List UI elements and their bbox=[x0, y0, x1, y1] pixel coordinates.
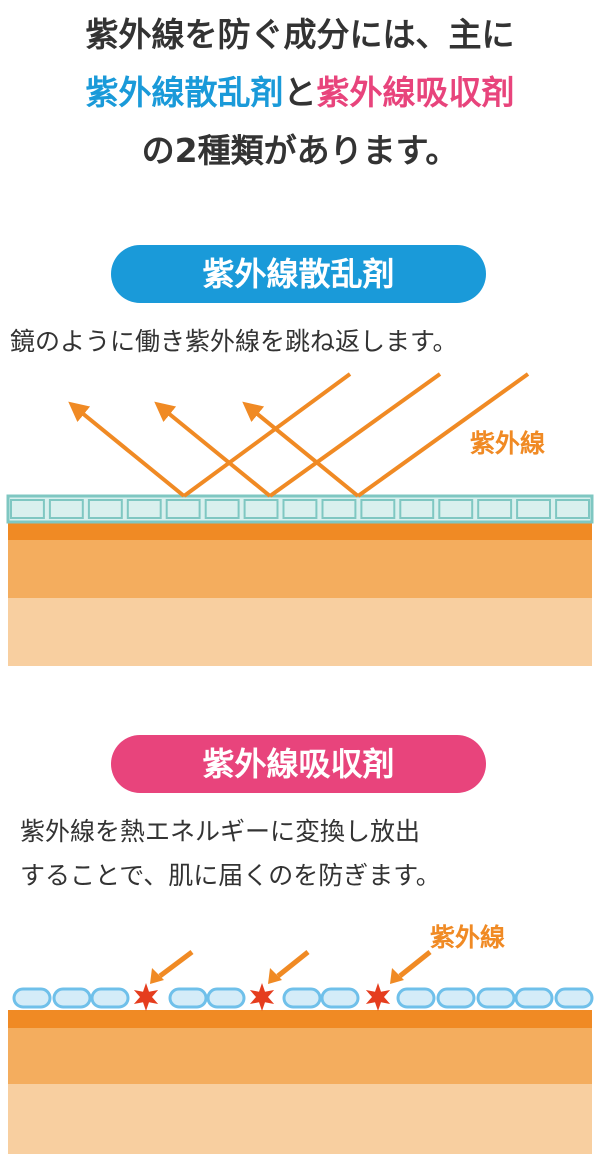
absorb-capsule bbox=[320, 987, 360, 1009]
scatter-plate-cell bbox=[165, 499, 201, 519]
absorb-capsule bbox=[514, 987, 554, 1009]
scatter-plate-cell bbox=[399, 499, 435, 519]
absorb-capsule bbox=[52, 987, 92, 1009]
scatter-description: 鏡のように働き紫外線を跳ね返します。 bbox=[10, 327, 458, 356]
absorb-capsule bbox=[206, 987, 246, 1009]
absorb-description-line-2: することで、肌に届くのを防ぎます。 bbox=[20, 861, 441, 890]
scatter-plate-cell bbox=[10, 499, 45, 519]
absorb-ray-1-head bbox=[150, 968, 164, 984]
scatter-plate-cell bbox=[477, 499, 513, 519]
headline-scatter-term: 紫外線散乱剤 bbox=[85, 73, 284, 112]
scatter-plate-cell bbox=[360, 499, 396, 519]
absorb-diagram bbox=[8, 950, 594, 1154]
scatter-plate-cell bbox=[204, 499, 240, 519]
absorb-skin-top bbox=[8, 1010, 592, 1028]
absorb-pill: 紫外線吸収剤 bbox=[111, 735, 486, 793]
absorb-capsule bbox=[282, 987, 322, 1009]
scatter-ray-in-2 bbox=[268, 372, 442, 498]
scatter-plate-cell bbox=[282, 499, 318, 519]
absorb-skin-mid bbox=[8, 1028, 592, 1084]
heat-star bbox=[249, 983, 275, 1011]
scatter-uv-label: 紫外線 bbox=[470, 429, 546, 458]
scatter-skin-top bbox=[8, 522, 592, 540]
scatter-ray-out-2 bbox=[154, 401, 272, 498]
headline-absorb-term: 紫外線吸収剤 bbox=[316, 73, 515, 112]
absorb-capsule bbox=[476, 987, 516, 1009]
scatter-plate-cell bbox=[516, 499, 551, 519]
headline-connector: と bbox=[283, 73, 317, 112]
absorb-ray-3-head bbox=[390, 968, 404, 984]
scatter-skin-deep bbox=[8, 598, 592, 666]
absorb-ray-2-head bbox=[268, 968, 282, 984]
scatter-ray-in-3 bbox=[356, 372, 530, 498]
absorb-capsule bbox=[12, 987, 52, 1009]
absorb-uv-label: 紫外線 bbox=[430, 923, 506, 952]
headline: 紫外線を防ぐ成分には、主に 紫外線散乱剤と紫外線吸収剤 の2種類があります。 bbox=[0, 6, 600, 180]
heat-star bbox=[365, 983, 391, 1011]
absorb-capsule-layer bbox=[12, 987, 594, 1009]
absorb-capsule bbox=[168, 987, 208, 1009]
headline-line-1: 紫外線を防ぐ成分には、主に bbox=[85, 15, 515, 54]
absorb-heat-stars bbox=[133, 983, 391, 1011]
scatter-plate-cell bbox=[126, 499, 162, 519]
scatter-plate-cell bbox=[87, 499, 123, 519]
absorb-capsule bbox=[554, 987, 594, 1009]
scatter-pill: 紫外線散乱剤 bbox=[111, 245, 486, 303]
scatter-ray-out-3 bbox=[242, 401, 360, 498]
scatter-ray-out-1 bbox=[68, 401, 186, 498]
scatter-plate-cell bbox=[555, 499, 590, 519]
scatter-ray-in-1 bbox=[182, 372, 352, 498]
absorb-skin-deep bbox=[8, 1084, 592, 1154]
absorb-ray-2 bbox=[276, 950, 310, 978]
scatter-skin-mid bbox=[8, 540, 592, 598]
absorb-ray-1 bbox=[158, 950, 194, 978]
scatter-plate-cell bbox=[48, 499, 84, 519]
headline-line-3: の2種類があります。 bbox=[141, 131, 459, 170]
scatter-plate-cell bbox=[321, 499, 357, 519]
absorb-capsule bbox=[90, 987, 130, 1009]
headline-line-2: 紫外線散乱剤と紫外線吸収剤 bbox=[0, 64, 600, 122]
absorb-capsule bbox=[436, 987, 476, 1009]
heat-star bbox=[133, 983, 159, 1011]
scatter-diagram bbox=[6, 372, 594, 666]
absorb-description-line-1: 紫外線を熱エネルギーに変換し放出 bbox=[20, 817, 421, 846]
absorb-ray-3 bbox=[398, 950, 432, 978]
absorb-capsule bbox=[396, 987, 436, 1009]
scatter-plate-cell bbox=[438, 499, 474, 519]
scatter-plate-cell bbox=[243, 499, 279, 519]
scatter-plate-cells bbox=[10, 499, 590, 519]
